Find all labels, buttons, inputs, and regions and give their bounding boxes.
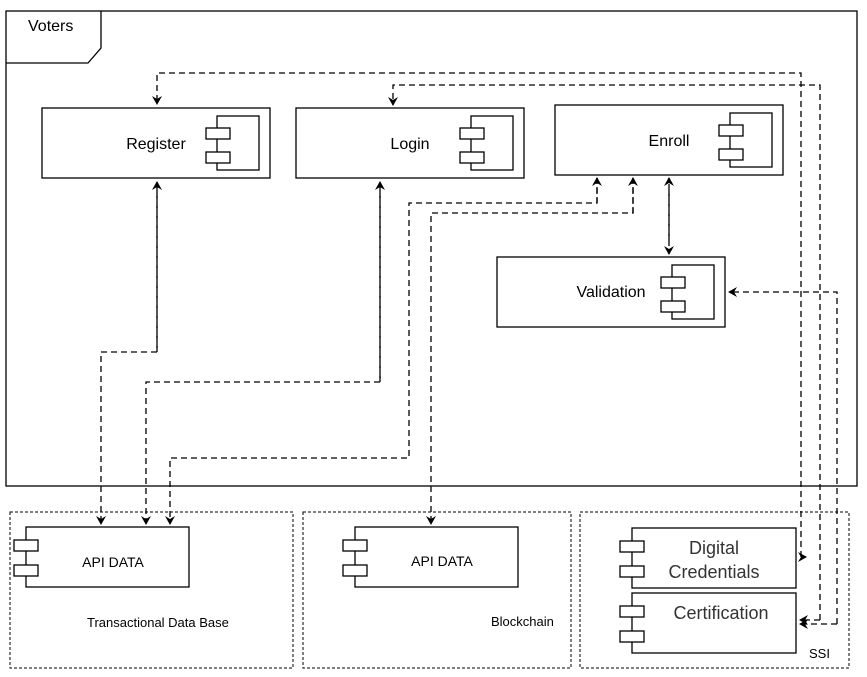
enroll-component[interactable]: Enroll (554, 104, 784, 176)
api-data-transactional-label: API DATA (82, 554, 144, 570)
connector-ssi-login (388, 84, 821, 620)
zone-blockchain: Blockchain (302, 511, 572, 669)
zone-transactional-label: Transactional Data Base (87, 615, 229, 630)
component-icon (205, 115, 260, 171)
component-icon (342, 539, 368, 577)
connector-validation-cert (728, 287, 838, 624)
voters-frame-title: Voters (28, 18, 73, 35)
register-label: Register (126, 136, 186, 153)
api-data-blockchain-component[interactable]: API DATA (342, 526, 519, 588)
digital-credentials-label-line1: Digital (689, 538, 739, 558)
component-icon (718, 112, 773, 168)
register-component[interactable]: Register (41, 107, 271, 179)
zone-ssi: SSI (579, 511, 850, 669)
connector-ssi-register (152, 72, 802, 557)
enroll-label: Enroll (649, 133, 690, 150)
component-icon (619, 540, 645, 578)
connector-enroll-api-bc (426, 178, 634, 525)
validation-component[interactable]: Validation (496, 256, 726, 328)
login-component[interactable]: Login (295, 107, 525, 179)
api-data-blockchain-label: API DATA (411, 553, 473, 569)
api-data-transactional-component[interactable]: API DATA (13, 526, 190, 588)
digital-credentials-label-line2: Credentials (668, 562, 759, 582)
connector-login-api (141, 182, 381, 525)
zone-ssi-label: SSI (809, 646, 830, 661)
connector-register-api (96, 182, 158, 525)
validation-label: Validation (576, 284, 645, 301)
certification-label: Certification (673, 603, 768, 623)
digital-credentials-component[interactable]: Digital Credentials (619, 527, 797, 589)
component-icon (13, 539, 39, 577)
component-icon (459, 115, 514, 171)
zone-transactional-data-base: Transactional Data Base (9, 511, 294, 669)
zone-blockchain-label: Blockchain (491, 614, 554, 629)
connector-enroll-api-tdb (165, 178, 598, 525)
certification-component[interactable]: Certification (619, 592, 797, 654)
login-label: Login (390, 136, 429, 153)
component-icon (619, 605, 645, 643)
component-icon (660, 264, 715, 320)
connectors (96, 72, 838, 629)
